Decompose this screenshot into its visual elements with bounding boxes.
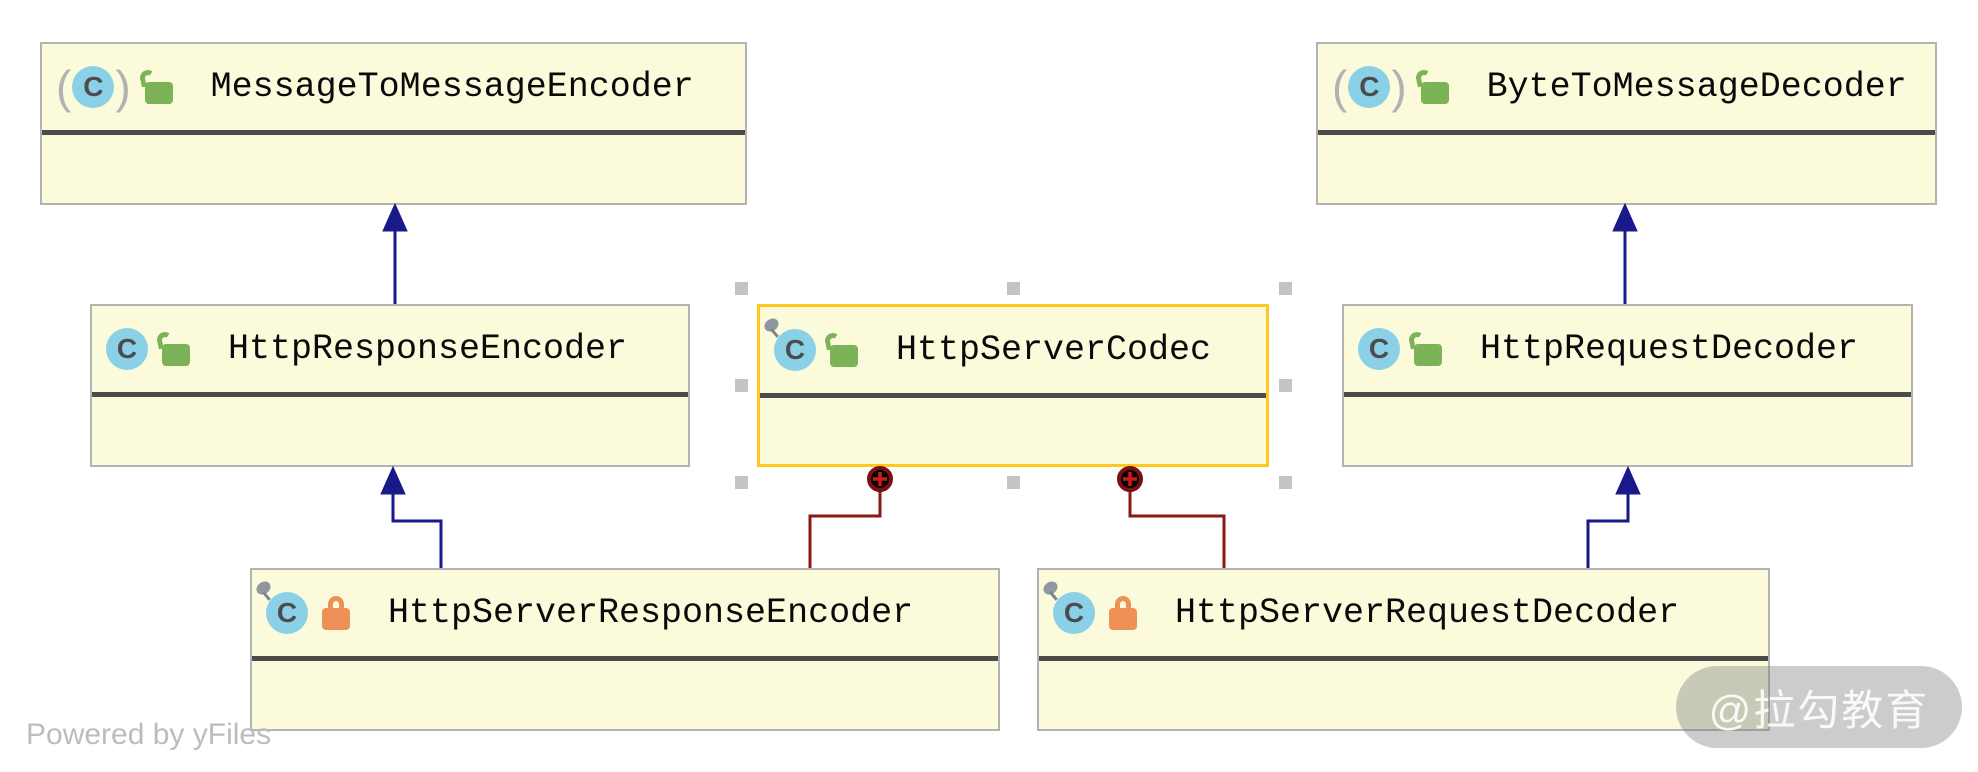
yfiles-credit: Powered by yFiles [26,718,272,751]
title-separator [1318,130,1935,135]
class-icon: C [106,328,148,370]
class-title-row: C ByteToMessageDecoder [1318,44,1935,130]
class-node-httpresponseencoder[interactable]: C HttpResponseEncoder [90,304,690,467]
class-node-httpserverrequestdecoder[interactable]: C HttpServerRequestDecoder [1037,568,1770,731]
inner-class-link [808,466,893,568]
selection-handle[interactable] [1279,476,1292,489]
public-lock-icon [1420,82,1449,104]
abstract-class-icon: C [56,60,131,114]
attributes-section [252,661,998,729]
inheritance-arrow [1586,465,1641,568]
class-node-bytetomessagedecoder[interactable]: C ByteToMessageDecoder [1316,42,1937,205]
inner-class-link [1117,466,1226,568]
title-separator [760,393,1266,398]
inheritance-arrow [1612,202,1638,304]
class-icon: C [774,329,816,371]
selection-handle[interactable] [1279,379,1292,392]
attributes-section [1318,135,1935,203]
class-title-row: C HttpServerRequestDecoder [1039,570,1768,656]
class-node-httprequestdecoder[interactable]: C HttpRequestDecoder [1342,304,1913,467]
title-separator [42,130,745,135]
selection-handle[interactable] [735,476,748,489]
inheritance-arrow [382,202,408,304]
class-title-row: C HttpRequestDecoder [1344,306,1911,392]
anchor-plus-icon [867,466,893,492]
public-lock-icon [830,345,858,367]
public-lock-icon [162,344,190,366]
final-pin-icon [256,582,278,604]
class-node-httpserverresponseencoder[interactable]: C HttpServerResponseEncoder [250,568,1000,731]
inheritance-arrow [380,465,443,568]
abstract-class-icon: C [1332,60,1407,114]
attributes-section [42,135,745,203]
title-separator [1039,656,1768,661]
class-title-row: C HttpServerCodec [760,307,1266,393]
selection-handle[interactable] [735,379,748,392]
title-separator [1344,392,1911,397]
title-separator [252,656,998,661]
attributes-section [1039,661,1768,729]
class-name: HttpResponseEncoder [228,329,628,369]
attributes-section [1344,397,1911,465]
class-title-row: C HttpResponseEncoder [92,306,688,392]
class-node-httpservercodec[interactable]: C HttpServerCodec [757,304,1269,467]
selection-handle[interactable] [1007,282,1020,295]
package-private-lock-icon [1109,596,1137,630]
class-name: HttpServerRequestDecoder [1175,593,1680,633]
title-separator [92,392,688,397]
class-name: HttpRequestDecoder [1480,329,1859,369]
class-title-row: C MessageToMessageEncoder [42,44,745,130]
final-pin-icon [764,319,786,341]
selection-handle[interactable] [735,282,748,295]
class-name: HttpServerResponseEncoder [388,593,914,633]
class-name: HttpServerCodec [896,330,1212,370]
attributes-section [760,398,1266,464]
package-private-lock-icon [322,596,350,630]
public-lock-icon [144,82,173,104]
public-lock-icon [1414,344,1442,366]
attributes-section [92,397,688,465]
watermark: @拉勾教育 [1676,666,1962,748]
class-icon: C [266,592,308,634]
class-title-row: C HttpServerResponseEncoder [252,570,998,656]
class-icon: C [1358,328,1400,370]
anchor-plus-icon [1117,466,1143,492]
class-node-messagetomessageencoder[interactable]: C MessageToMessageEncoder [40,42,747,205]
selection-handle[interactable] [1007,476,1020,489]
class-icon: C [1053,592,1095,634]
final-pin-icon [1043,582,1065,604]
class-name: ByteToMessageDecoder [1486,67,1907,107]
class-name: MessageToMessageEncoder [210,67,694,107]
selection-handle[interactable] [1279,282,1292,295]
